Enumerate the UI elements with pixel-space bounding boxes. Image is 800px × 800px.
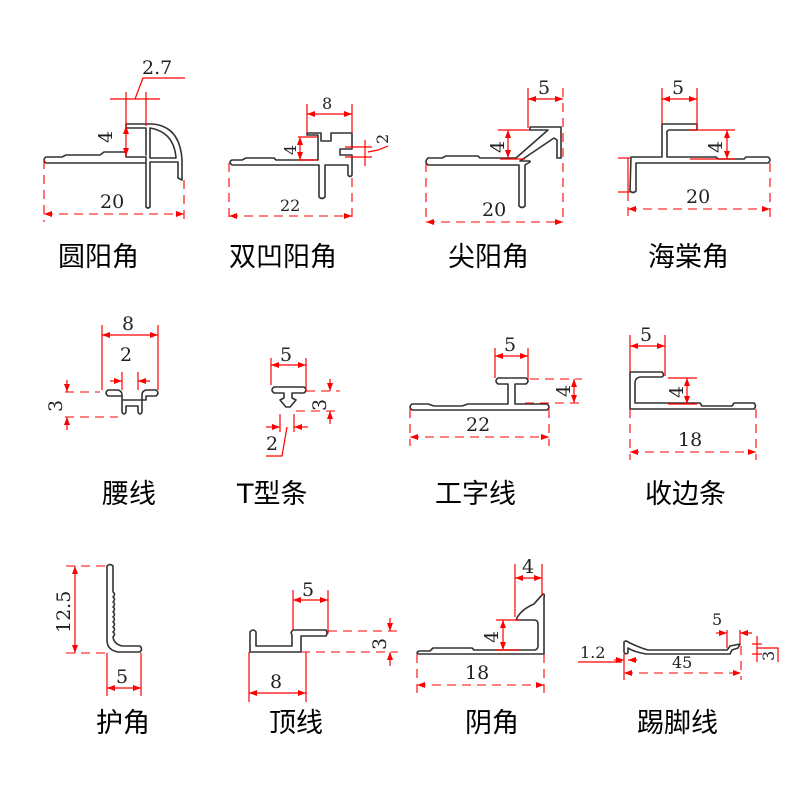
dim-height: 3 — [369, 638, 391, 650]
profile-label: 海棠角 — [648, 242, 729, 273]
profile-i-beam-line: 5 4 22 工字线 — [409, 334, 582, 510]
dim-width: 18 — [678, 429, 702, 451]
profile-label: 收边条 — [645, 479, 726, 510]
profile-crabapple-corner: 5 4 20 海棠角 — [618, 77, 771, 273]
profile-double-groove-outer-corner: 8 4 2 22 双凹阳角 — [228, 94, 392, 273]
dim-height: 3 — [759, 651, 778, 661]
dim-height: 12.5 — [53, 591, 75, 633]
profile-label: 阴角 — [465, 708, 519, 739]
dim-top: 4 — [522, 556, 534, 578]
dim-height: 3 — [45, 400, 67, 412]
dim-width: 22 — [280, 196, 300, 215]
leader-line — [757, 647, 779, 662]
dim-height: 4 — [481, 631, 503, 643]
profile-corner-guard: 12.5 5 护角 — [53, 563, 150, 739]
dim-lip: 2.7 — [142, 57, 172, 79]
dim-width: 20 — [686, 186, 710, 208]
dim-width: 8 — [122, 313, 134, 335]
profile-label: 顶线 — [269, 708, 323, 739]
dim-width: 18 — [465, 662, 489, 684]
leader-line — [134, 77, 185, 100]
profile-outline — [249, 629, 328, 653]
profile-outline — [425, 126, 562, 209]
profile-waist-line: 8 2 3 腰线 — [45, 313, 159, 510]
profile-sharp-outer-corner: 5 4 20 尖阳角 — [425, 77, 564, 273]
profile-outline — [416, 593, 546, 655]
profile-skirting-line: 1.2 45 5 3 踢脚线 — [578, 610, 779, 739]
profile-label: 护角 — [96, 708, 150, 739]
profile-label: 工字线 — [435, 479, 516, 510]
dim-slot: 2 — [373, 134, 392, 144]
dim-top: 5 — [672, 77, 684, 99]
dim-height: 4 — [666, 386, 688, 398]
profile-outline — [623, 640, 741, 655]
profile-label: T型条 — [236, 479, 308, 510]
leader-line — [367, 145, 389, 153]
profile-round-outer-corner: 2.7 4 20 圆阳角 — [43, 57, 185, 273]
profile-label: 圆阳角 — [58, 242, 139, 273]
dim-stem: 2 — [266, 433, 278, 455]
dim-top: 5 — [640, 324, 652, 346]
dim-top: 5 — [302, 579, 314, 601]
dim-width: 8 — [270, 671, 282, 693]
dim-top: 5 — [280, 344, 292, 366]
dim-width: 22 — [466, 414, 490, 436]
profile-label: 腰线 — [102, 479, 156, 510]
profile-label: 尖阳角 — [448, 242, 529, 273]
profile-inner-corner: 4 4 18 阴角 — [416, 556, 546, 739]
dim-width: 20 — [100, 191, 124, 213]
profile-outline — [229, 132, 353, 200]
dim-height: 3 — [309, 399, 331, 411]
profile-label: 踢脚线 — [637, 708, 718, 739]
dim-top: 5 — [712, 610, 722, 629]
profile-outline — [409, 377, 550, 411]
dim-height: 4 — [487, 141, 509, 153]
dim-width: 45 — [672, 653, 692, 672]
profile-edge-trim: 5 4 18 收边条 — [629, 324, 757, 510]
dim-top: 5 — [504, 334, 516, 356]
dim-height: 4 — [553, 385, 575, 397]
dim-top: 8 — [322, 94, 332, 113]
profile-outline — [629, 371, 757, 410]
profile-outline — [629, 123, 771, 194]
profile-outline — [271, 386, 307, 408]
profile-outline — [106, 563, 143, 653]
profile-label: 双凹阳角 — [229, 242, 337, 273]
leader-line — [266, 426, 288, 457]
dim-lip: 1.2 — [580, 643, 605, 662]
profile-top-line: 5 3 8 顶线 — [248, 579, 398, 739]
dim-top: 5 — [538, 77, 550, 99]
dim-height: 4 — [95, 131, 117, 143]
dim-height: 4 — [281, 145, 300, 155]
dim-width: 5 — [116, 666, 128, 688]
dim-height: 4 — [705, 141, 727, 153]
dim-gap: 2 — [120, 344, 132, 366]
profile-t-strip: 5 3 2 T型条 — [236, 344, 340, 510]
dim-width: 20 — [482, 199, 506, 221]
profile-outline — [105, 389, 159, 415]
